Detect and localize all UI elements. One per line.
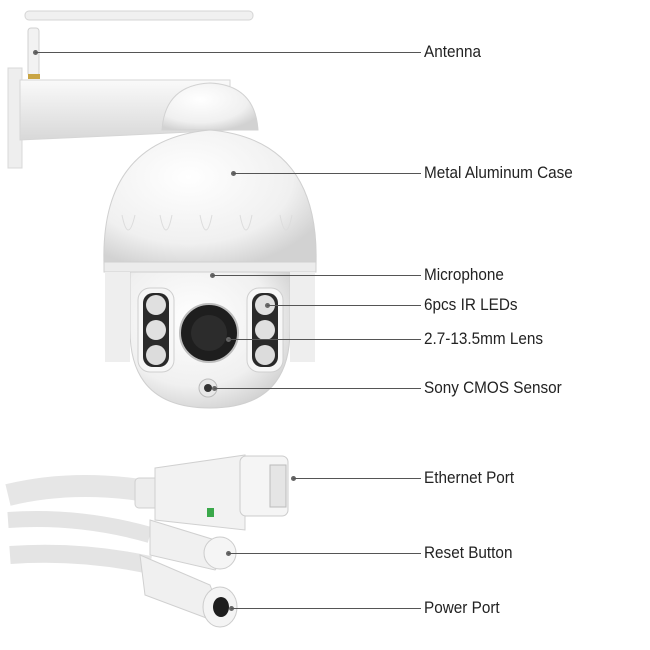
callout-power-port: Power Port bbox=[424, 598, 500, 617]
ethernet-connector bbox=[134, 454, 289, 531]
ir-leds-leader-line bbox=[267, 305, 421, 306]
antenna-icon bbox=[24, 10, 254, 79]
led-indicator bbox=[207, 508, 214, 517]
ir-led-right bbox=[246, 287, 284, 373]
sensor bbox=[204, 384, 212, 392]
callout-reset-button: Reset Button bbox=[424, 543, 513, 562]
antenna-leader-line bbox=[35, 52, 421, 53]
metal-case bbox=[103, 129, 317, 266]
power-connector bbox=[139, 554, 238, 628]
sensor-leader-line bbox=[214, 388, 421, 389]
case-leader-line bbox=[233, 173, 421, 174]
ethernet-leader-line bbox=[293, 478, 421, 479]
callout-lens: 2.7-13.5mm Lens bbox=[424, 329, 544, 348]
ir-led-left bbox=[137, 287, 175, 373]
callout-ethernet-port: Ethernet Port bbox=[424, 468, 515, 487]
reset-leader-line bbox=[228, 553, 421, 554]
power-leader-line bbox=[231, 608, 421, 609]
reset-connector bbox=[149, 519, 237, 571]
microphone-leader-line bbox=[212, 275, 421, 276]
callout-antenna: Antenna bbox=[424, 42, 482, 61]
callout-metal-case: Metal Aluminum Case bbox=[424, 163, 573, 182]
callout-ir-leds: 6pcs IR LEDs bbox=[424, 295, 518, 314]
callout-cmos-sensor: Sony CMOS Sensor bbox=[424, 378, 562, 397]
lens-leader-line bbox=[228, 339, 421, 340]
callout-microphone: Microphone bbox=[424, 265, 504, 284]
